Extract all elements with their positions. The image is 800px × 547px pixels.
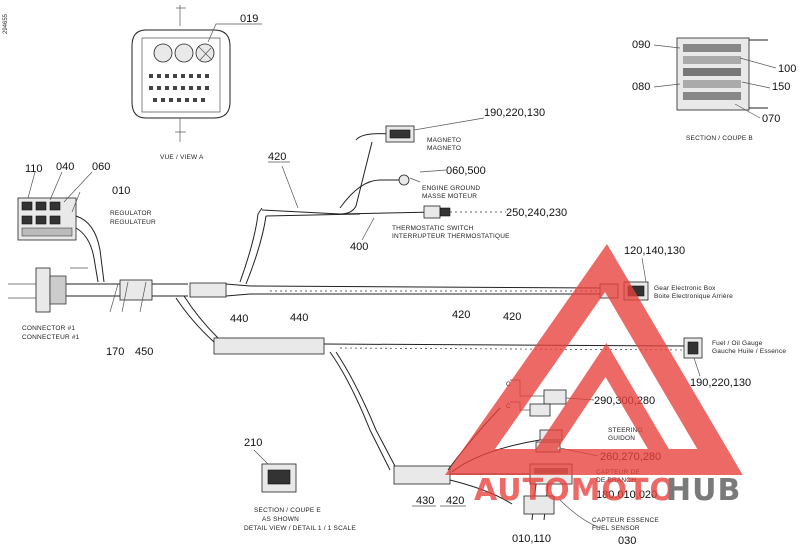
magneto-label: MAGNETO — [427, 137, 461, 144]
callout-400: 400 — [350, 241, 368, 253]
callout-420-a: 420 — [268, 151, 286, 163]
callout-010-110: 010,110 — [512, 533, 551, 545]
callout-019: 019 — [240, 13, 258, 25]
callout-060: 060 — [92, 161, 110, 173]
view-a-label: VUE / VIEW A — [160, 154, 204, 161]
section-e-detail: 210 SECTION / COUPE E AS SHOWN DETAIL VI… — [244, 437, 356, 532]
capteur-label-fr: DE BRANCH — [596, 477, 636, 484]
callout-060-500: 060,500 — [446, 165, 486, 177]
section-b-detail: 090 100 080 150 070 SECTION / COUPE B — [632, 37, 796, 142]
callout-120: 120,140,130 — [624, 245, 685, 257]
callout-440-a: 440 — [230, 313, 248, 325]
callout-030: 030 — [618, 535, 636, 547]
svg-text:C: C — [506, 381, 511, 388]
main-harness: 170 450 440 440 420 420 420 — [66, 133, 691, 505]
magneto-branch: 190,220,130 MAGNETO MAGNETO — [385, 107, 545, 152]
fuel-gauge-label: Fuel / Oil Gauge — [712, 340, 763, 347]
section-e-sub2: DETAIL VIEW / DETAIL 1 / 1 SCALE — [244, 525, 356, 532]
callout-430: 430 — [416, 495, 434, 507]
callout-080: 080 — [632, 81, 650, 93]
callout-250: 250,240,230 — [506, 207, 567, 219]
section-e-sub: AS SHOWN — [262, 516, 299, 523]
thermostatic-switch-branch: 250,240,230 400 THERMOSTATIC SWITCH INTE… — [350, 205, 567, 253]
watermark-logo: AUTOMOTO HUB — [445, 243, 743, 508]
watermark-inner-mark — [530, 343, 674, 467]
regulator-label: REGULATOR — [110, 210, 152, 217]
callout-010: 010 — [112, 185, 130, 197]
watermark-triangle — [445, 243, 743, 475]
callout-110: 110 — [25, 163, 43, 175]
connector-label-fr: CONNECTEUR #1 — [22, 334, 80, 341]
callout-190-b: 190,220,130 — [690, 377, 751, 389]
fuel-sensor-label-fr: FUEL SENSOR — [592, 525, 640, 532]
callout-420-b: 420 — [452, 309, 470, 321]
engine-ground-label: ENGINE GROUND — [422, 185, 480, 192]
fuel-gauge-branch: Fuel / Oil Gauge Gauche Huile / Essence … — [683, 337, 786, 389]
connector-view-a: 019 VUE / VIEW A — [131, 5, 262, 161]
thermostatic-label: THERMOSTATIC SWITCH — [392, 225, 474, 232]
callout-070: 070 — [762, 113, 780, 125]
thermostatic-label-fr: INTERRUPTEUR THERMOSTATIQUE — [392, 233, 510, 240]
callout-170: 170 — [106, 346, 124, 358]
gear-box-label-fr: Boite Electronique Arrière — [654, 293, 733, 300]
engine-ground-branch: 060,500 ENGINE GROUND MASSE MOTEUR — [380, 165, 486, 200]
callout-180: 180,010,020 — [596, 489, 657, 501]
callout-420-c: 420 — [503, 311, 521, 323]
callout-440-b: 440 — [290, 312, 308, 324]
callout-420-d: 420 — [446, 495, 464, 507]
callout-190-a: 190,220,130 — [484, 107, 545, 119]
section-e-label: SECTION / COUPE E — [254, 507, 321, 514]
fuel-sensor-label: CAPTEUR ESSENCE — [592, 517, 659, 524]
gear-box-label: Gear Electronic Box — [654, 285, 716, 292]
regulator-label-fr: REGULATEUR — [110, 219, 156, 226]
callout-090: 090 — [632, 39, 650, 51]
doc-reference: 294655 — [3, 13, 9, 34]
steering-label: STEERING — [608, 427, 643, 434]
engine-ground-label-fr: MASSE MOTEUR — [422, 193, 477, 200]
callout-040: 040 — [56, 161, 74, 173]
callout-210: 210 — [244, 437, 262, 449]
regulator-part: 110 040 060 010 REGULATOR REGULATEUR — [17, 161, 156, 283]
callout-150: 150 — [772, 81, 790, 93]
callout-450: 450 — [135, 346, 153, 358]
magneto-label-fr: MAGNETO — [427, 145, 461, 152]
callout-100: 100 — [778, 63, 796, 75]
steering-label-fr: GUIDON — [608, 435, 635, 442]
watermark-text-b: HUB — [666, 473, 741, 508]
section-b-label: SECTION / COUPE B — [686, 135, 753, 142]
connector-1: CONNECTOR #1 CONNECTEUR #1 — [8, 267, 88, 341]
fuel-gauge-label-fr: Gauche Huile / Essence — [712, 348, 786, 355]
watermark-text-a: AUTOMOTO — [474, 473, 676, 508]
connector-label: CONNECTOR #1 — [22, 325, 75, 332]
